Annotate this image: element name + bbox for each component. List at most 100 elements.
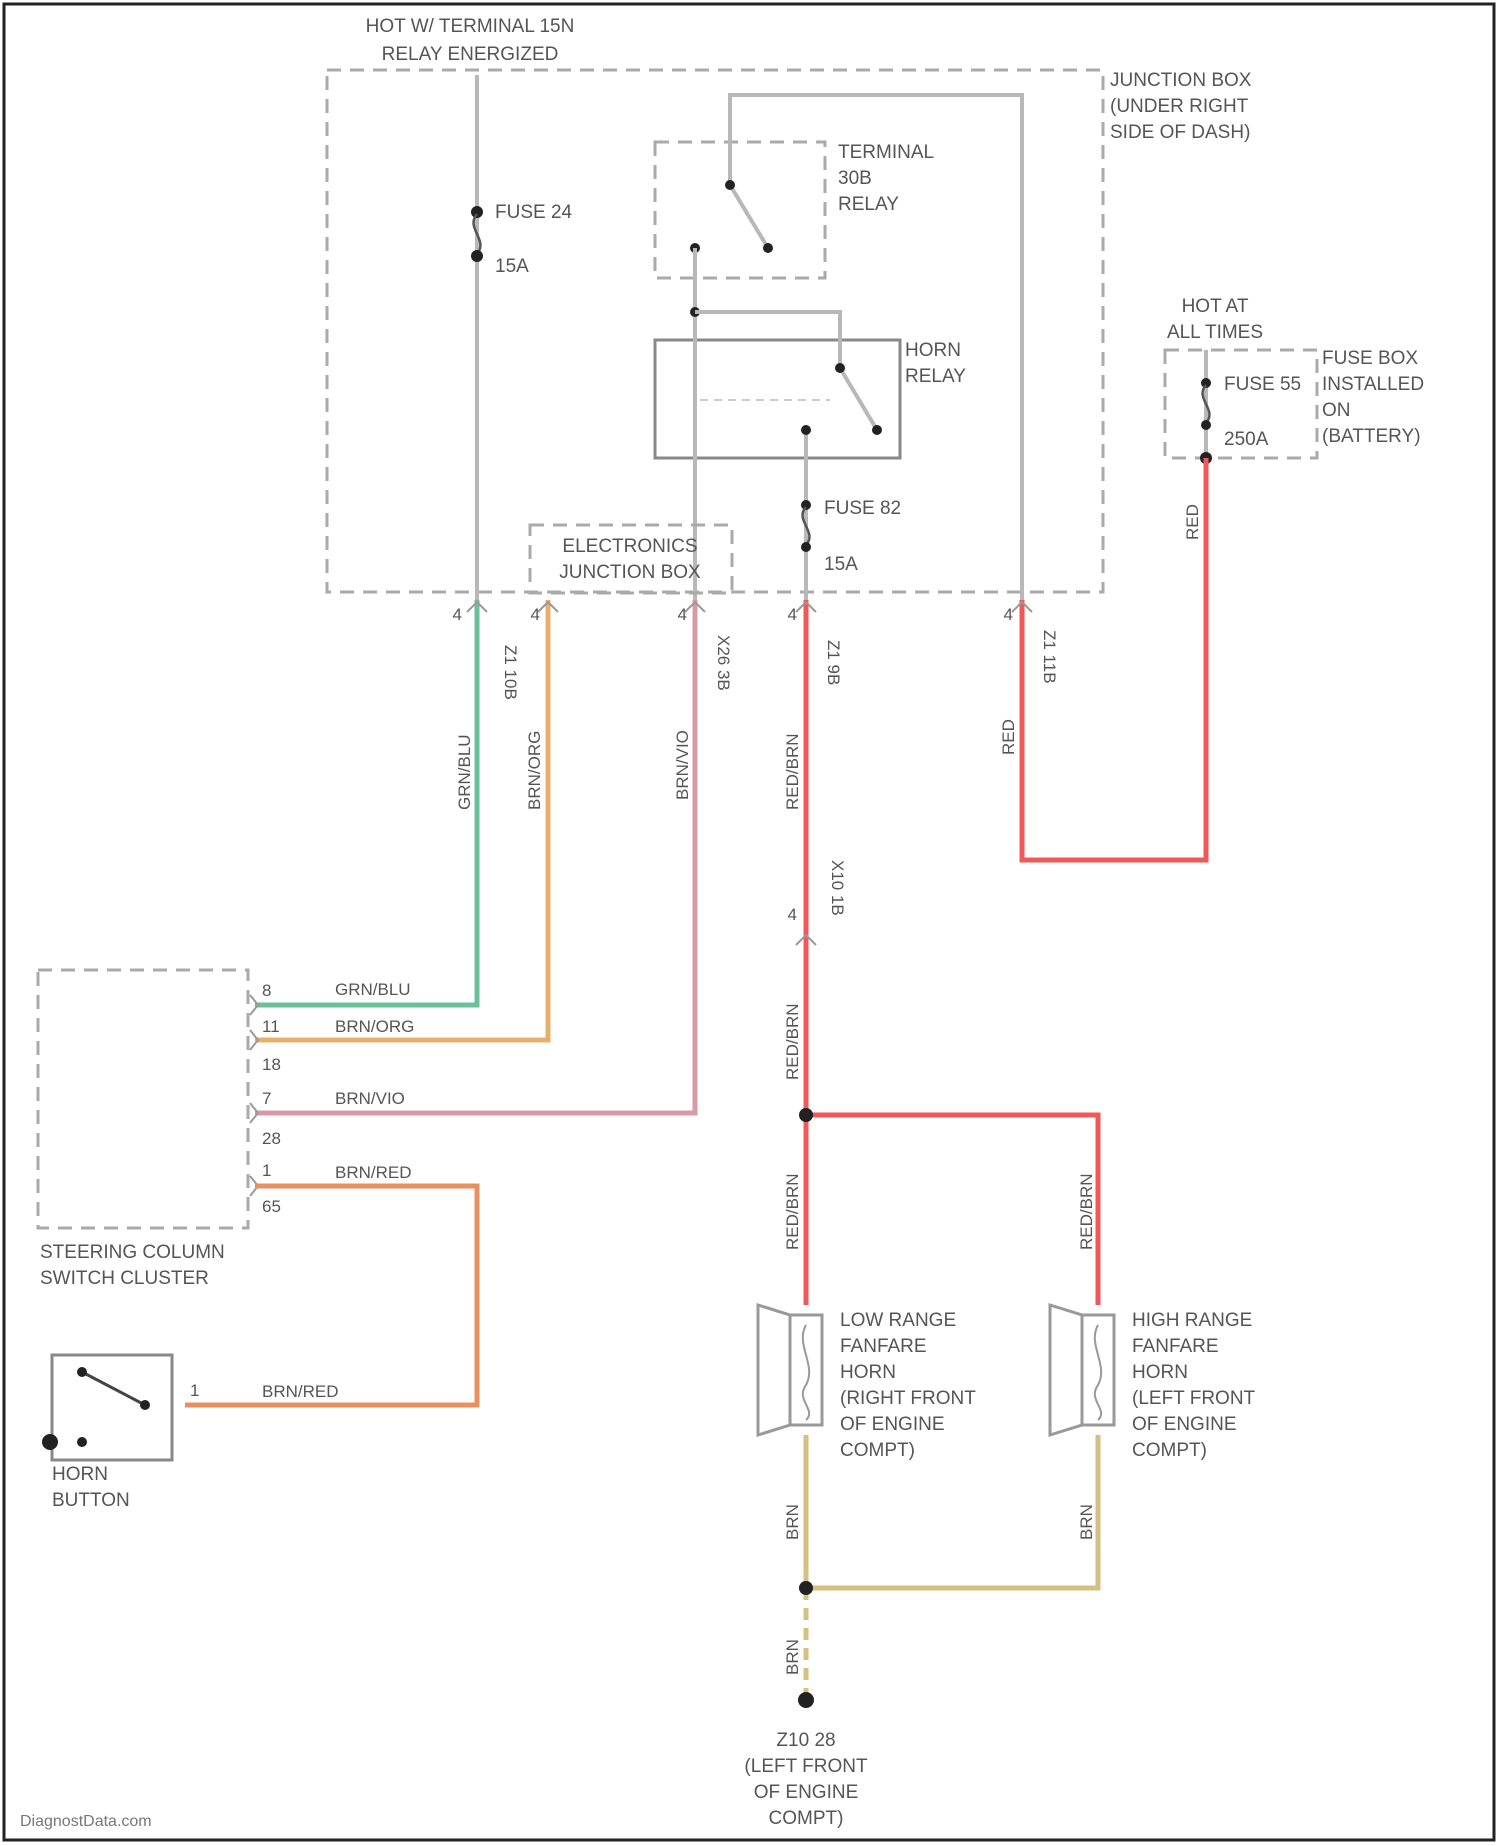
terminal-relay-label-1: TERMINAL — [838, 142, 934, 163]
steering-cluster-label-1: STEERING COLUMN — [40, 1242, 225, 1263]
cluster-pin-18: 18 — [262, 1055, 281, 1074]
fuse82-amp: 15A — [824, 554, 858, 575]
fuse-box-label-4: (BATTERY) — [1322, 426, 1421, 447]
fuse24-amp: 15A — [495, 256, 529, 277]
label-red-brn-vertical-2: RED/BRN — [783, 1003, 802, 1080]
fuse82-node-relay — [801, 425, 811, 435]
steering-cluster-box — [38, 970, 248, 1228]
high-horn-label-5: OF ENGINE — [1132, 1414, 1237, 1435]
electronics-jb-label-1: ELECTRONICS — [562, 536, 697, 557]
terminal-relay-box — [655, 142, 825, 278]
label-brn-vio-vertical: BRN/VIO — [673, 730, 692, 800]
terminal-relay-label-2: 30B — [838, 168, 872, 189]
terminal-relay-node-a — [725, 180, 735, 190]
high-horn-symbol — [1050, 1305, 1114, 1435]
steering-cluster-label-2: SWITCH CLUSTER — [40, 1268, 209, 1289]
label-red-brn-vertical-1: RED/BRN — [783, 733, 802, 810]
fuse24-node-top — [471, 206, 483, 218]
fuse-box-label-2: INSTALLED — [1322, 374, 1424, 395]
high-horn-label-1: HIGH RANGE — [1132, 1310, 1252, 1331]
low-horn-label-5: OF ENGINE — [840, 1414, 945, 1435]
conn-z1-9b: Z1 9B — [824, 640, 843, 685]
horn-relay-label-2: RELAY — [905, 366, 966, 387]
ground-label-3: OF ENGINE — [754, 1782, 859, 1803]
label-brn-red-horizontal-1: BRN/RED — [335, 1163, 412, 1182]
ground-label-2: (LEFT FRONT — [744, 1756, 868, 1777]
ground-label-1: Z10 28 — [776, 1730, 835, 1751]
label-brn-vertical-2: BRN — [1077, 1504, 1096, 1540]
junction-box-label-2: (UNDER RIGHT — [1110, 96, 1249, 117]
high-horn-label-2: FANFARE — [1132, 1336, 1219, 1357]
junction-box-outline — [327, 70, 1103, 592]
label-brn-vertical-1: BRN — [783, 1504, 802, 1540]
low-horn-label-3: HORN — [840, 1362, 896, 1383]
watermark-text: DiagnostData.com — [20, 1813, 152, 1830]
high-horn-label-4: (LEFT FRONT — [1132, 1388, 1256, 1409]
cluster-pin-28: 28 — [262, 1129, 281, 1148]
label-brn-org-vertical: BRN/ORG — [525, 731, 544, 810]
label-red-vertical-2: RED — [1183, 504, 1202, 540]
cluster-pin-65: 65 — [262, 1197, 281, 1216]
cluster-pin-8: 8 — [262, 981, 271, 1000]
horn-button-label-1: HORN — [52, 1464, 108, 1485]
junction-box-label-3: SIDE OF DASH) — [1110, 122, 1250, 143]
label-brn-org-horizontal: BRN/ORG — [335, 1017, 414, 1036]
fuse55-amp: 250A — [1224, 429, 1269, 450]
high-horn-label-6: COMPT) — [1132, 1440, 1207, 1461]
fuse82-node-bottom — [801, 542, 811, 552]
horn-button-label-2: BUTTON — [52, 1490, 130, 1511]
low-horn-label-4: (RIGHT FRONT — [840, 1388, 976, 1409]
label-brn-vertical-3: BRN — [783, 1639, 802, 1675]
ground-label-4: COMPT) — [769, 1808, 844, 1829]
cluster-pin-7: 7 — [262, 1089, 271, 1108]
high-horn-label-3: HORN — [1132, 1362, 1188, 1383]
horn-button-node-a — [77, 1367, 87, 1377]
horn-button-node-b — [140, 1400, 150, 1410]
cluster-pin-11: 11 — [262, 1017, 280, 1036]
horn-button-node-c — [77, 1437, 87, 1447]
terminal-relay-contact — [730, 185, 768, 248]
top-power-label-1: HOT W/ TERMINAL 15N — [366, 16, 575, 37]
label-red-brn-vertical-4: RED/BRN — [1077, 1173, 1096, 1250]
low-horn-label-1: LOW RANGE — [840, 1310, 956, 1331]
conn-x10-1b: X10 1B — [828, 860, 847, 916]
cluster-pin-1: 1 — [262, 1161, 271, 1180]
hot-at-all-times-1: HOT AT — [1182, 296, 1249, 317]
terminal-relay-node-b — [763, 243, 773, 253]
horn-relay-label-1: HORN — [905, 340, 961, 361]
electronics-jb-label-2: JUNCTION BOX — [559, 562, 701, 583]
brn-splice-node — [799, 1581, 813, 1595]
label-red-vertical-1: RED — [999, 719, 1018, 755]
label-grn-blu-vertical: GRN/BLU — [455, 734, 474, 810]
fuse24-node-bottom — [471, 250, 483, 262]
conn-z1-11b: Z1 11B — [1040, 630, 1059, 684]
wire-red-brn-split — [806, 1115, 1098, 1305]
terminal-relay-label-3: RELAY — [838, 194, 899, 215]
low-horn-label-6: COMPT) — [840, 1440, 915, 1461]
red-brn-split-node — [799, 1108, 813, 1122]
conn-z1-10b: Z1 10B — [501, 645, 520, 700]
top-power-label-2: RELAY ENERGIZED — [382, 44, 559, 65]
fuse55-name: FUSE 55 — [1224, 374, 1301, 395]
horn-button-box — [52, 1355, 172, 1460]
pin-4-c: 4 — [678, 605, 687, 624]
pin-4-b: 4 — [531, 605, 540, 624]
inline-connector-pin: 4 — [788, 905, 797, 924]
horn-button-contact — [82, 1372, 145, 1405]
pin-4-e: 4 — [1004, 605, 1013, 624]
ground-node — [798, 1692, 814, 1708]
horn-relay-contact — [840, 368, 877, 430]
horn-button-ground-node — [42, 1434, 58, 1450]
fuse24-name: FUSE 24 — [495, 202, 573, 223]
pin-4-d: 4 — [788, 605, 797, 624]
junction-box-label-1: JUNCTION BOX — [1110, 70, 1252, 91]
label-grn-blu-horizontal: GRN/BLU — [335, 980, 411, 999]
label-brn-red-horizontal-2: BRN/RED — [262, 1382, 339, 1401]
connector-marks — [467, 602, 1032, 612]
wire-brn-red — [185, 1186, 477, 1405]
label-brn-vio-horizontal: BRN/VIO — [335, 1089, 405, 1108]
conn-x26-3b: X26 3B — [714, 635, 733, 691]
pin-4-a: 4 — [453, 605, 462, 624]
fuse82-name: FUSE 82 — [824, 498, 901, 519]
